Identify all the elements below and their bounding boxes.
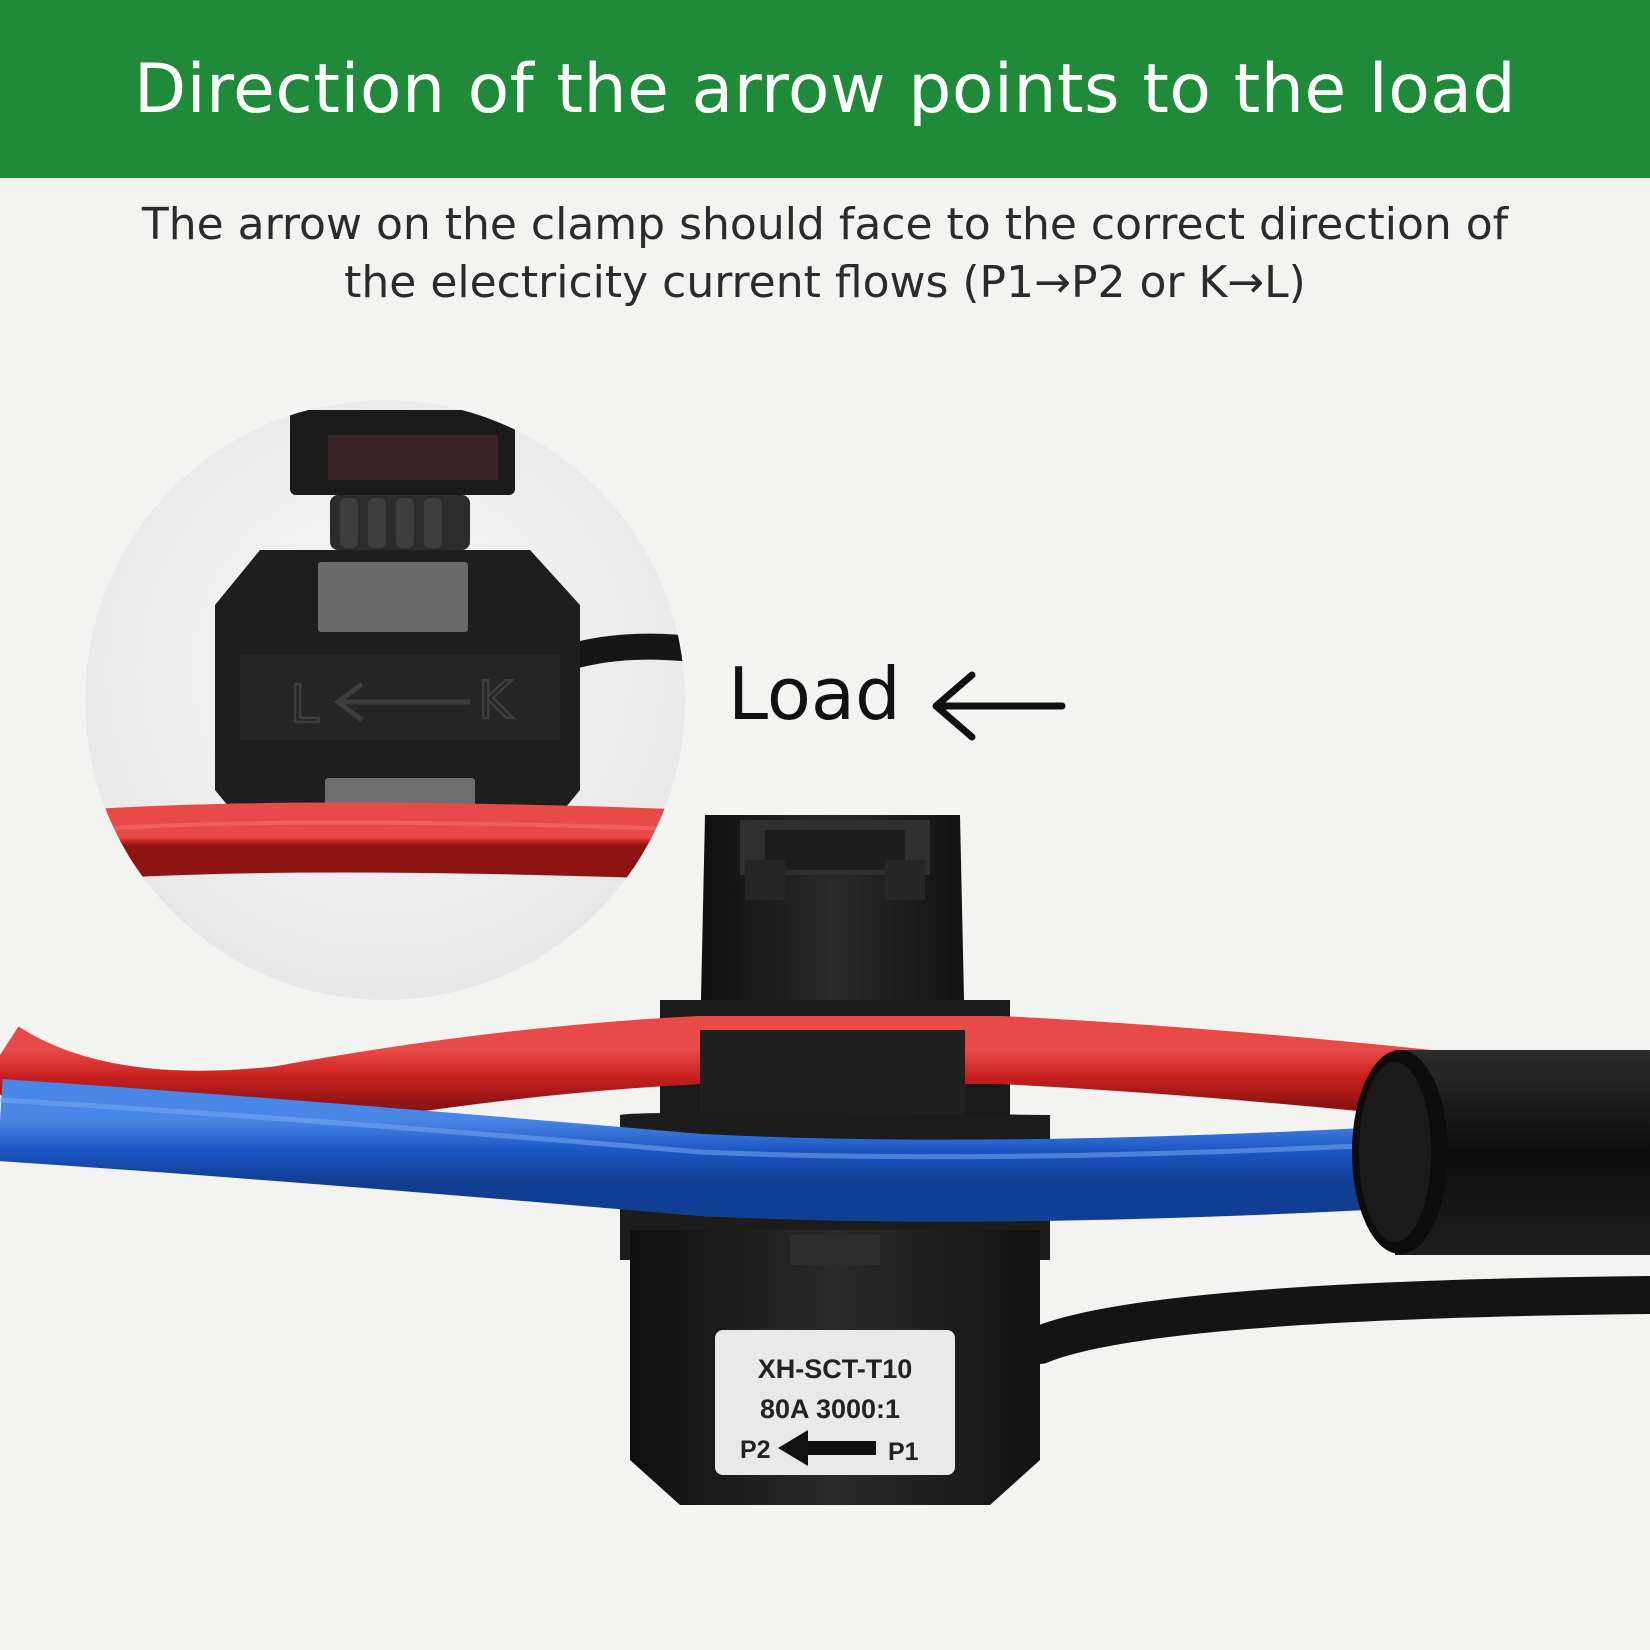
left-arrow-icon: [932, 671, 1066, 741]
subtitle-line-2: the electricity current flows (P1→P2 or …: [344, 257, 1306, 308]
inset-letter-k: K: [478, 671, 514, 731]
inset-arrow-icon: [333, 682, 470, 722]
ct-model-text: XH-SCT-T10: [758, 1354, 913, 1384]
signal-cable: [1021, 1276, 1650, 1364]
subtitle: The arrow on the clamp should face to th…: [100, 196, 1550, 312]
ct-terminal-p2: P2: [740, 1436, 771, 1464]
inset-letter-l: L: [290, 675, 319, 735]
ct-terminal-p1: P1: [888, 1438, 919, 1466]
ct-direction-arrow-icon: [778, 1430, 876, 1466]
subtitle-line-1: The arrow on the clamp should face to th…: [141, 199, 1509, 250]
title-banner: Direction of the arrow points to the loa…: [0, 0, 1650, 178]
load-label: Load: [728, 652, 901, 736]
blue-wire: [0, 1079, 1443, 1222]
ct-rating-text: 80A 3000:1: [760, 1394, 900, 1424]
banner-title: Direction of the arrow points to the loa…: [133, 49, 1517, 129]
ct-label: XH-SCT-T10 80A 3000:1 P2 P1: [715, 1330, 955, 1475]
inset-closeup: [85, 400, 685, 1000]
black-sheath-cable: [1352, 1050, 1650, 1255]
